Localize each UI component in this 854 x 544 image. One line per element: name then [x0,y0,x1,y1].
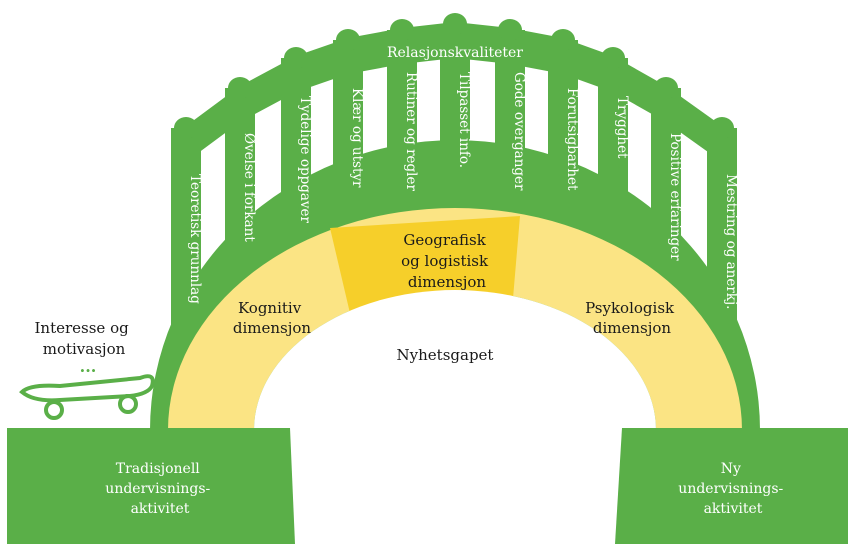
pillar-label-8: Forutsigbarhet [564,88,580,191]
pillar-cap-5 [390,19,414,41]
pillar-cap-3 [284,47,308,69]
right-block [615,428,848,544]
pillar-cap-4 [336,29,360,51]
pillar-label-10: Positive erfaringer [667,133,683,261]
pillar-label-1: Teoretisk grunnlag [187,174,203,304]
pillar-cap-7 [498,19,522,41]
psychological-dimension-label: Psykologisk dimensjon [585,299,679,337]
relation-qualities-label: Relasjonskvaliteter [387,45,523,61]
pillar-cap-8 [551,29,575,51]
dimensions-band [168,208,742,430]
pillar-cap-1 [174,117,198,139]
pillar-cap-6 [443,13,467,35]
skateboard-icon [19,374,155,420]
pillar-label-4: Klær og utstyr [349,88,365,188]
pillar-label-6: Tilpasset info. [456,72,472,168]
pillar-cap-11 [710,117,734,139]
traditional-activity-label: Tradisjonell undervisnings- aktivitet [105,461,214,517]
gap-label: Nyhetsgapet [397,346,494,364]
new-activity-label: Ny undervisnings- aktivitet [678,461,787,517]
pillar-label-9: Trygghet [614,96,630,159]
pillar-cap-10 [654,77,678,99]
pillar-cap-9 [601,47,625,69]
pillar-cap-2 [228,77,252,99]
interest-dots: ... [80,357,97,376]
interest-motivation-label: Interesse og motivasjon [35,319,134,358]
gap-interior [254,290,656,544]
pillar-1 [171,128,201,350]
top-rail [171,22,737,162]
geographic-dimension-label: Geografisk og logistisk dimensjon [401,231,493,291]
pillar-11 [707,128,737,350]
pillar-label-7: Gode overganger [511,72,527,191]
pillar-label-5: Rutiner og regler [403,72,419,191]
pillar-label-2: Øvelse i forkant [241,133,257,242]
pillar-label-11: Mestring og anerkj. [723,174,739,309]
cognitive-dimension-label: Kognitiv dimensjon [233,299,312,337]
pillar-label-3: Tydelige oppgaver [297,96,313,224]
left-block [7,428,295,544]
